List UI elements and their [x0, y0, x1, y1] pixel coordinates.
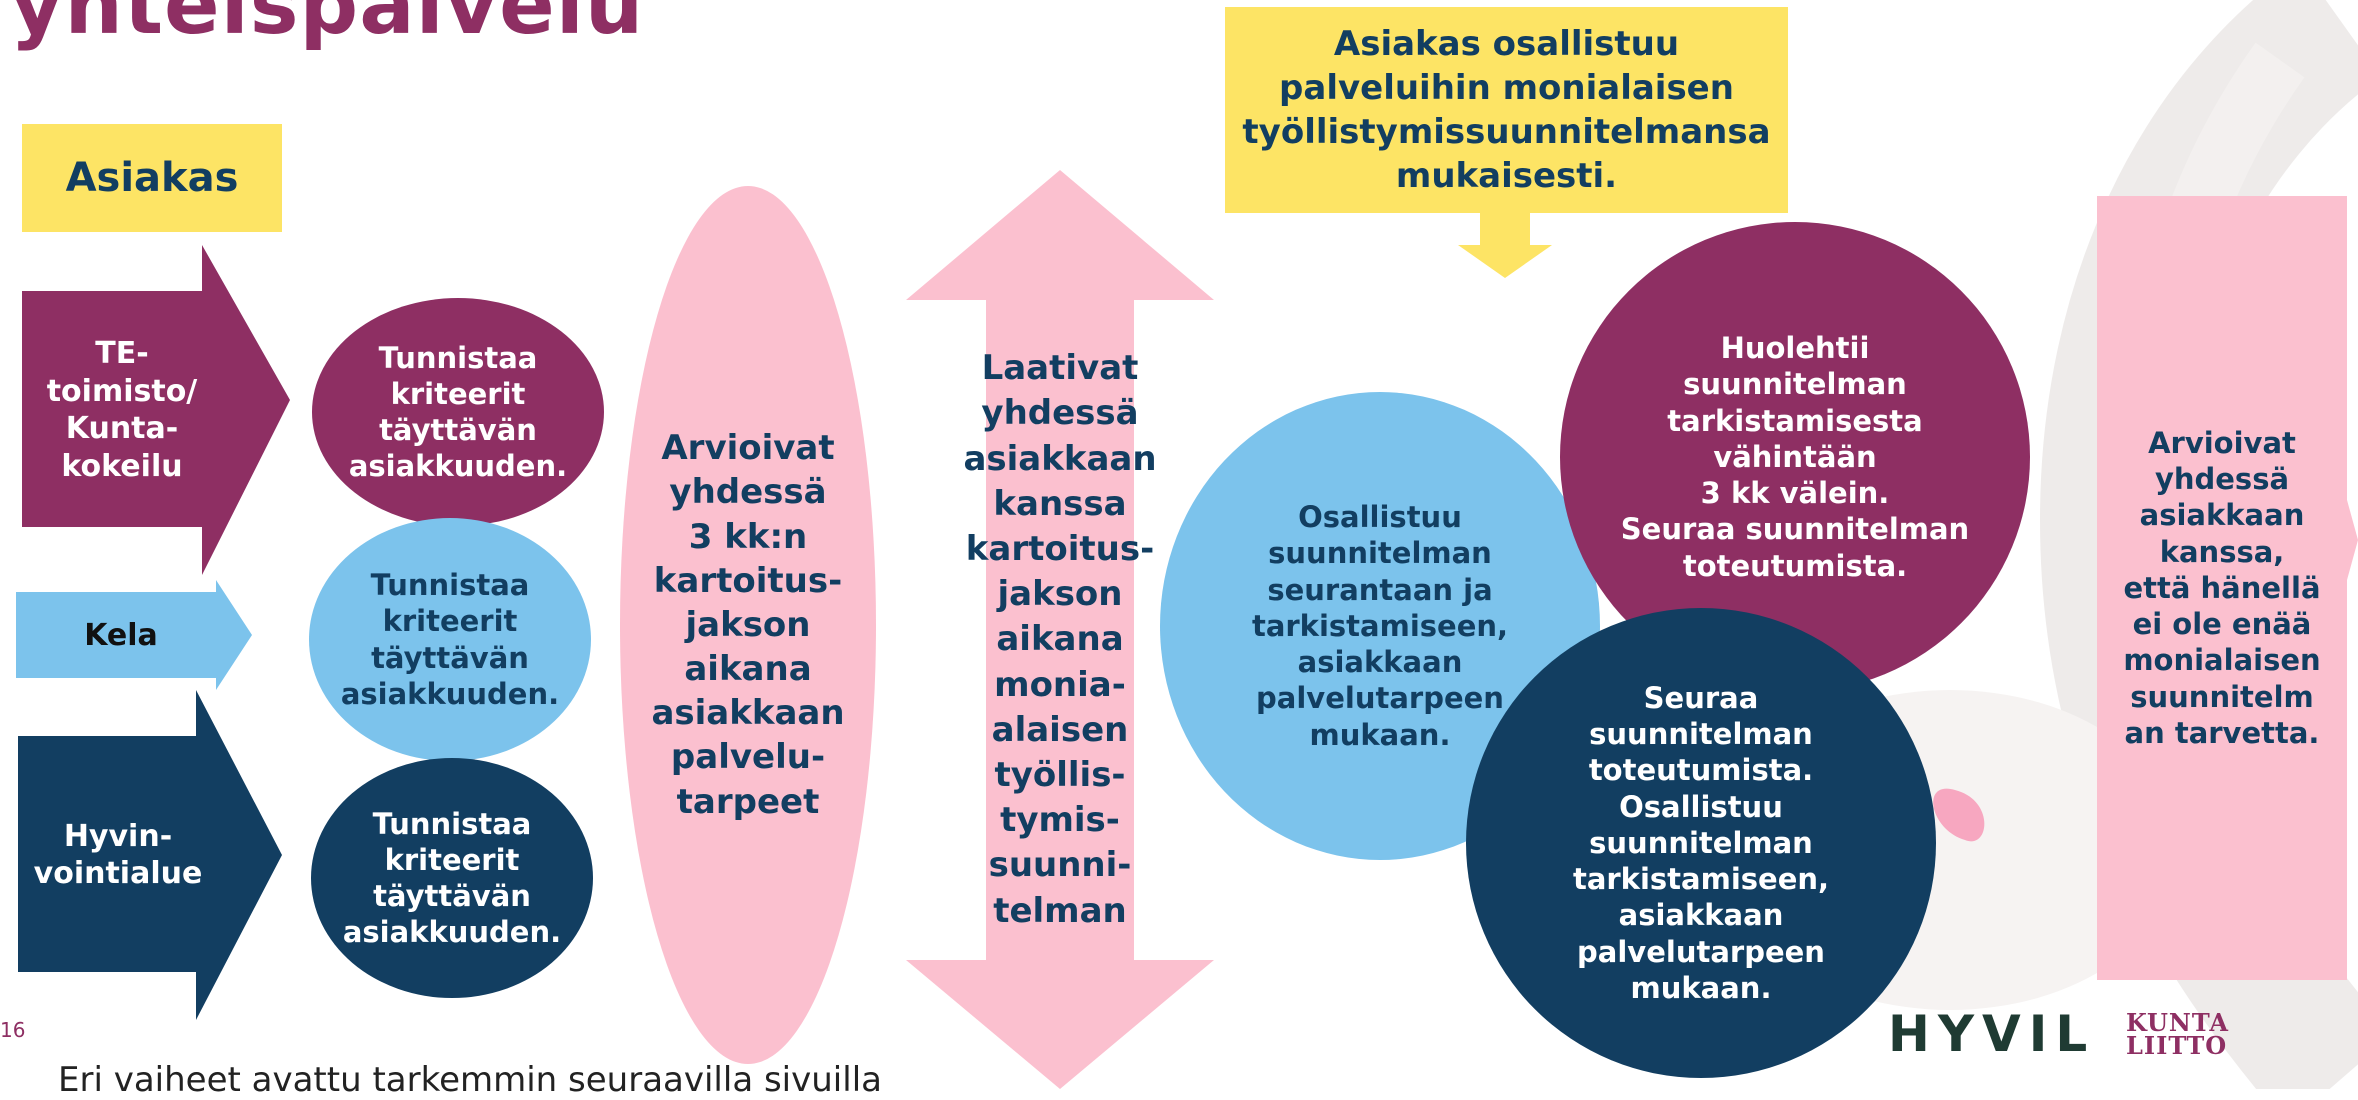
hyvil-logo: HYVIL	[1888, 1005, 2096, 1063]
review-circle: Huolehtii suunnitelman tarkistamisesta v…	[1560, 222, 2030, 692]
kuntaliitto-logo-line1: KUNTA	[2126, 1008, 2230, 1037]
final-box: Arvioivat yhdessä asiakkaan kanssa, että…	[2097, 196, 2347, 980]
te-actor-label: TE- toimisto/ Kunta- kokeilu	[22, 290, 222, 530]
footer-note: Eri vaiheet avattu tarkemmin seuraavilla…	[58, 1060, 882, 1100]
review-text: Huolehtii suunnitelman tarkistamisesta v…	[1620, 331, 1970, 583]
kela-identify-circle: Tunnistaa kriteerit täyttävän asiakkuude…	[309, 518, 591, 761]
kela-identify-text: Tunnistaa kriteerit täyttävän asiakkuude…	[340, 568, 560, 711]
te-arrow-shape	[22, 245, 290, 575]
follow-text: Seuraa suunnitelman toteutumista. Osalli…	[1572, 680, 1830, 1005]
page-title: yhteispalvelu	[10, 0, 645, 53]
hyvinvointialue-arrow-shape	[18, 690, 282, 1020]
kuntaliitto-logo: KUNTA LIITTO	[2126, 1008, 2230, 1060]
participate-text: Osallistuu suunnitelman seurantaan ja ta…	[1251, 500, 1509, 752]
kela-actor-text: Kela	[84, 617, 158, 653]
te-actor-text: TE- toimisto/ Kunta- kokeilu	[46, 336, 198, 484]
kuntaliitto-logo-line2: LIITTO	[2126, 1030, 2228, 1060]
te-identify-text: Tunnistaa kriteerit täyttävän asiakkuude…	[348, 340, 568, 484]
assess-ellipse: Arvioivat yhdessä 3 kk:n kartoitus- jaks…	[620, 186, 876, 1064]
top-note-box: Asiakas osallistuu palveluihin monialais…	[1225, 7, 1788, 213]
hyvinvointialue-actor-text: Hyvin- vointialue	[33, 818, 203, 892]
te-identify-circle: Tunnistaa kriteerit täyttävän asiakkuude…	[312, 298, 604, 526]
hyvinvointialue-identify-circle: Tunnistaa kriteerit täyttävän asiakkuude…	[311, 758, 593, 998]
top-note-text: Asiakas osallistuu palveluihin monialais…	[1242, 23, 1771, 197]
hyvinvointialue-actor-label: Hyvin- vointialue	[18, 740, 218, 970]
plan-text: Laativat yhdessä asiakkaan kanssa kartoi…	[963, 348, 1157, 931]
page-number: 16	[0, 1018, 26, 1042]
assess-text: Arvioivat yhdessä 3 kk:n kartoitus- jaks…	[651, 428, 845, 822]
final-arrow-tip	[2347, 500, 2358, 580]
kela-arrow-shape	[16, 580, 252, 690]
hyvinvointialue-identify-text: Tunnistaa kriteerit täyttävän asiakkuude…	[342, 806, 562, 950]
plan-double-arrow-shape	[906, 170, 1214, 1089]
final-text: Arvioivat yhdessä asiakkaan kanssa, että…	[2123, 425, 2321, 750]
kela-actor-label: Kela	[16, 592, 226, 678]
follow-circle: Seuraa suunnitelman toteutumista. Osalli…	[1466, 608, 1936, 1078]
asiakas-label-text: Asiakas	[65, 155, 239, 201]
asiakas-label: Asiakas	[22, 124, 282, 232]
top-note-arrow	[1458, 210, 1552, 278]
plan-label: Laativat yhdessä asiakkaan kanssa kartoi…	[930, 330, 1190, 950]
